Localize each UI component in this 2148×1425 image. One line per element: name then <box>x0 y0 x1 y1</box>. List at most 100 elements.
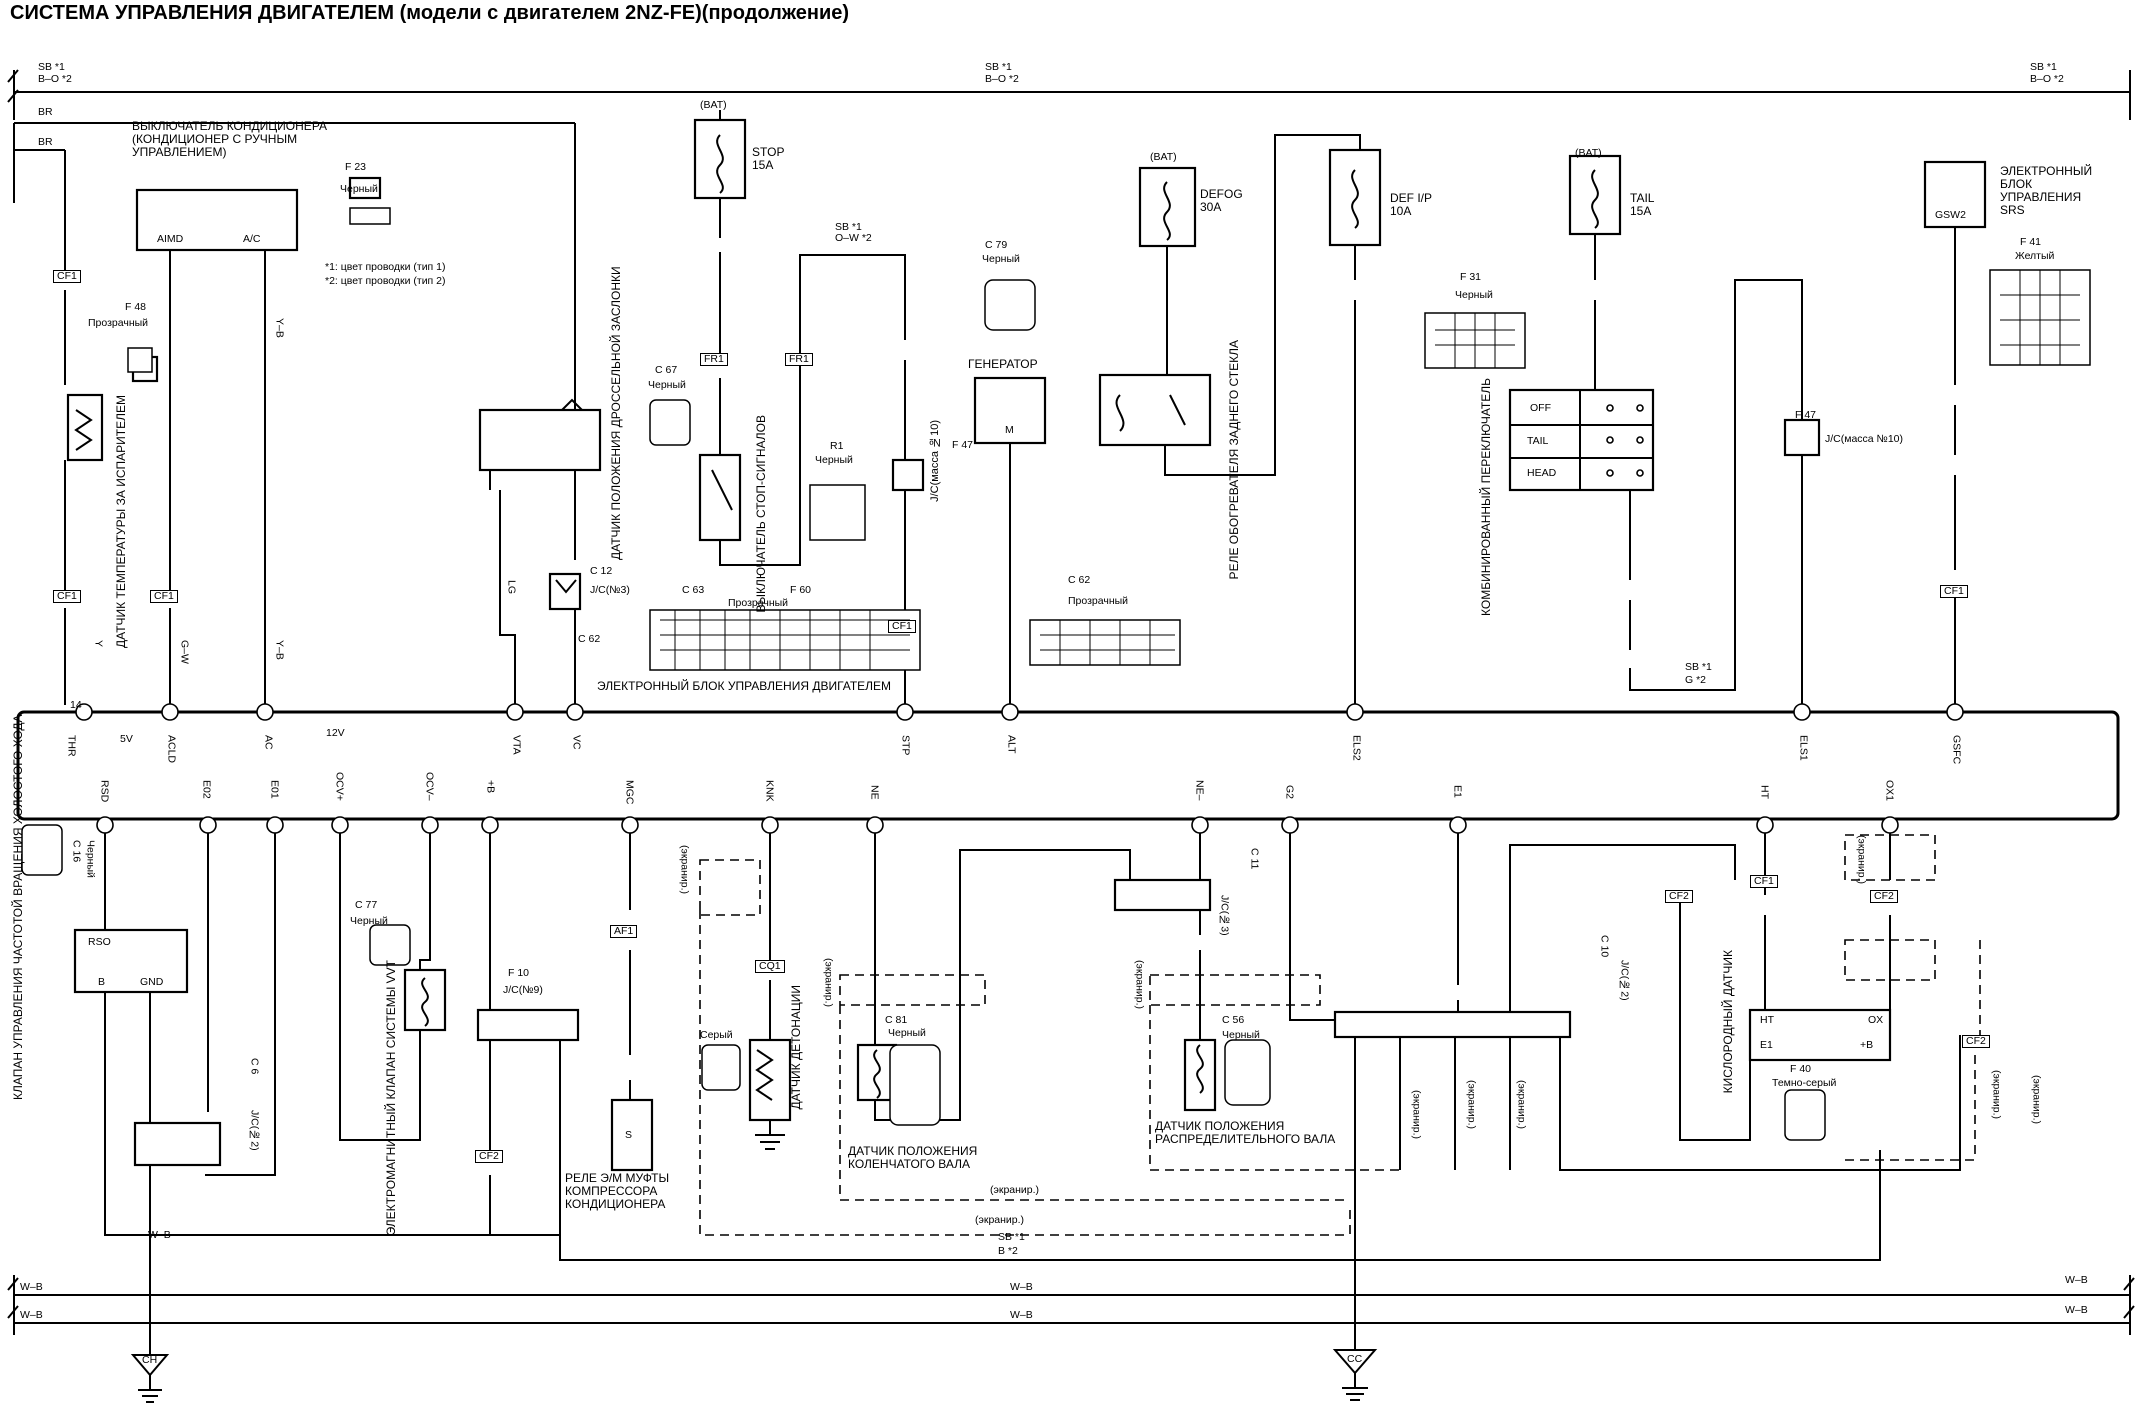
junction-cf2-c: CF2 <box>1870 890 1898 904</box>
connector-f23: F 23 <box>345 161 367 173</box>
ecu-bus-bar <box>16 710 2120 821</box>
evap-sensor-label: ДАТЧИК ТЕМПЕРАТУРЫ ЗА ИСПАРИТЕЛЕМ <box>114 395 128 648</box>
pin-ht: HT <box>1760 1014 1774 1026</box>
wire-y-1: Y <box>92 640 105 648</box>
ecu-pin-e1: E1 <box>1451 785 1464 798</box>
jc-no3-b: J/C(№3) <box>1218 895 1231 936</box>
generator-label: ГЕНЕРАТОР <box>968 357 1038 371</box>
junction-cf1-b: CF1 <box>53 590 81 604</box>
ecu-pin-ocv-plus: OCV+ <box>333 772 346 801</box>
ground-cc: CC <box>1347 1353 1363 1365</box>
generator-box <box>973 376 1047 445</box>
connector-f40: F 40 <box>1790 1063 1812 1075</box>
connector-c62: C 62 <box>578 633 601 645</box>
ecu-pin-ac: AC <box>262 735 275 750</box>
ecu-pin-alt: ALT <box>1005 735 1018 754</box>
stop-fuse <box>693 118 747 200</box>
wire-code-br-1: BR <box>38 106 53 118</box>
combo-switch-label: КОМБИНИРОВАННЫЙ ПЕРЕКЛЮЧАТЕЛЬ <box>1479 378 1493 616</box>
shield-2: (экранир.) <box>822 958 835 1008</box>
wire-ow2-stop: O–W *2 <box>835 232 872 244</box>
ecu-pin-vta: VTA <box>510 735 523 755</box>
idle-valve-label: КЛАПАН УПРАВЛЕНИЯ ЧАСТОТОЙ ВРАЩЕНИЯ ХОЛО… <box>11 714 25 1100</box>
tail-fuse <box>1568 154 1622 236</box>
wire-sb1-bottom: SB *1 <box>998 1231 1025 1243</box>
defog-relay-label: РЕЛЕ ОБОГРЕВАТЕЛЯ ЗАДНЕГО СТЕКЛА <box>1227 340 1241 580</box>
shield-1: (экранир.) <box>678 845 691 895</box>
ecu-pin-knk: KNK <box>763 780 776 802</box>
connector-c56-color: Черный <box>1222 1029 1260 1041</box>
junction-cf2-b: CF2 <box>1665 890 1693 904</box>
ecu-pin-g2: G2 <box>1283 785 1296 800</box>
cam-sensor-label: ДАТЧИК ПОЛОЖЕНИЯ РАСПРЕДЕЛИТЕЛЬНОГО ВАЛА <box>1155 1119 1336 1146</box>
connector-f23-color: Черный <box>340 183 378 195</box>
connector-c67-color: Черный <box>648 379 686 391</box>
ecu-bottom-pins <box>96 816 1899 834</box>
ecu-pin-plusb: +B <box>484 780 497 794</box>
jc-no2-a: J/C(№2) <box>248 1110 261 1151</box>
wire-yb-2: Y–B <box>273 318 286 338</box>
wire-g2: G *2 <box>1685 674 1707 686</box>
wire-sb1-stop: SB *1 <box>835 221 862 233</box>
sensor-color-gray: Серый <box>700 1029 733 1041</box>
junction-cf1-c: CF1 <box>150 590 178 604</box>
ac-relay-label: РЕЛЕ Э/М МУФТЫ КОМПРЕССОРА КОНДИЦИОНЕРА <box>565 1171 670 1211</box>
ecu-pin-stp: STP <box>899 735 912 756</box>
ac-switch-label: ВЫКЛЮЧАТЕЛЬ КОНДИЦИОНЕРА (КОНДИЦИОНЕР С … <box>132 119 328 159</box>
shield-9: (экранир.) <box>1855 835 1868 885</box>
connector-c16-color: Черный <box>84 840 97 878</box>
ecu-pin-thr-num: 14 <box>70 699 82 711</box>
pin-plusb-o2: +B <box>1860 1039 1874 1051</box>
shield-6: (экранир.) <box>1410 1090 1423 1140</box>
wire-code-wb-1: W–B <box>20 1281 43 1293</box>
crank-sensor-label: ДАТЧИК ПОЛОЖЕНИЯ КОЛЕНЧАТОГО ВАЛА <box>848 1144 978 1171</box>
connector-c79-color: Черный <box>982 253 1020 265</box>
connector-r1: R1 <box>830 440 844 452</box>
wire-lg-1: LG <box>505 580 518 595</box>
ac-switch-box <box>135 188 299 252</box>
ecu-pin-thr: THR <box>65 735 78 757</box>
connector-f47b: F 47 <box>1795 409 1817 421</box>
ecu-pin-ox1: OX1 <box>1883 780 1896 802</box>
junction-cf2-d: CF2 <box>1962 1035 1990 1049</box>
fuse-defog: DEFOG 30A <box>1200 187 1243 214</box>
pin-ac: A/C <box>243 233 261 245</box>
wire-code-bo2-right: B–O *2 <box>2030 73 2064 85</box>
ecu-pin-gsfc: GSFC <box>1950 735 1963 765</box>
connector-f48: F 48 <box>125 301 147 313</box>
fuse-defip: DEF I/P 10A <box>1390 191 1432 218</box>
wire-code-bo2-mid: B–O *2 <box>985 73 1019 85</box>
wire-yb-1: Y–B <box>273 640 286 660</box>
ground-ch: CH <box>142 1354 158 1366</box>
pin-m: M <box>1005 424 1014 436</box>
pin-aimd: AIMD <box>157 233 184 245</box>
srs-ecu-box <box>1923 160 1987 229</box>
pin-ox: OX <box>1868 1014 1884 1026</box>
junction-cf1-d: CF1 <box>888 620 916 634</box>
shield-4: (экранир.) <box>975 1214 1025 1226</box>
connector-c77: C 77 <box>355 899 378 911</box>
pin-gnd: GND <box>140 976 164 988</box>
vvt-valve-label: ЭЛЕКТРОМАГНИТНЫЙ КЛАПАН СИСТЕМЫ VVT <box>384 960 398 1236</box>
junction-af1: AF1 <box>610 925 638 939</box>
pin-s: S <box>625 1129 633 1141</box>
switch-pos-head: HEAD <box>1527 467 1557 479</box>
legend-type1: *1: цвет проводки (тип 1) <box>325 261 446 273</box>
connector-f10: F 10 <box>508 967 530 979</box>
connector-r1-color: Черный <box>815 454 853 466</box>
ecu-pin-e02: E02 <box>200 780 213 799</box>
throttle-sensor-box <box>478 408 602 472</box>
junction-cf1-f: CF1 <box>1750 875 1778 889</box>
legend-type2: *2: цвет проводки (тип 2) <box>325 275 446 287</box>
fuse-bat1: (BAT) <box>700 99 727 111</box>
junction-fr1-a: FR1 <box>700 353 728 367</box>
wire-code-sb1-mid: SB *1 <box>985 61 1012 73</box>
junction-fr1-b: FR1 <box>785 353 813 367</box>
def-ip-fuse <box>1328 148 1382 247</box>
fuse-stop: STOP 15A <box>752 145 785 172</box>
fuse-bat2: (BAT) <box>1150 151 1177 163</box>
shield-8: (экранир.) <box>1515 1080 1528 1130</box>
o2-sensor-box <box>1748 1008 1892 1062</box>
